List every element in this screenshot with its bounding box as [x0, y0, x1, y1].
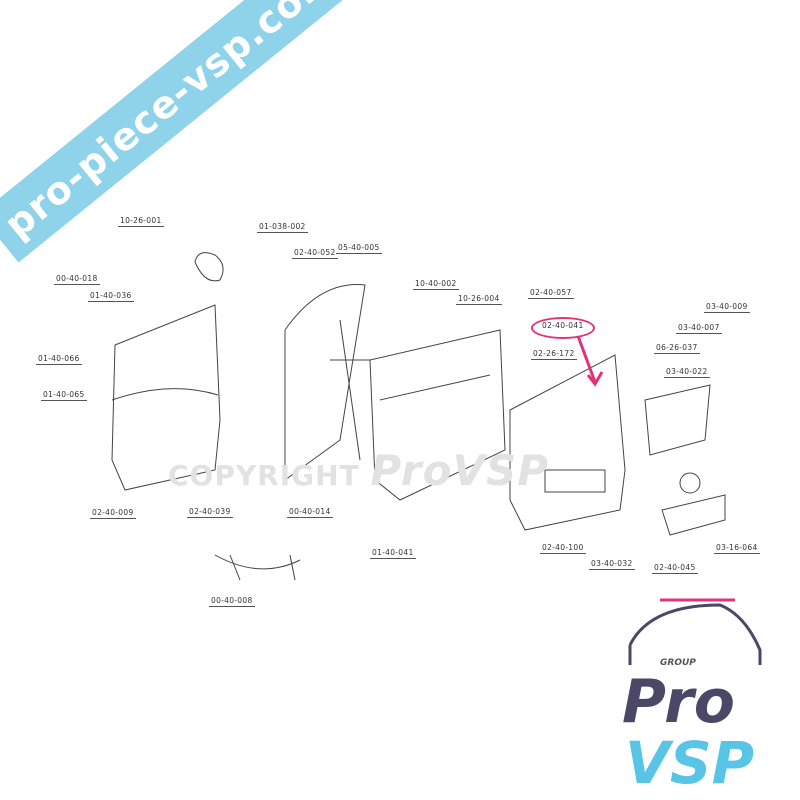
inner-trim-panel: [509, 354, 626, 531]
part-label: 05-40-005: [336, 243, 382, 254]
copyright-brand: ProVSP: [370, 446, 549, 495]
part-label: 01-40-065: [41, 390, 87, 401]
part-label: 03-16-064: [714, 543, 760, 554]
part-label: 02-40-100: [540, 543, 586, 554]
outer-door-panel: [111, 304, 221, 491]
highlighted-part-label: 02-40-041: [542, 321, 584, 330]
pocket-trim: [661, 494, 726, 536]
wiring-harness: [214, 554, 301, 581]
part-label: 03-40-032: [589, 559, 635, 570]
part-label: 00-40-018: [54, 274, 100, 285]
window-regulator: [330, 319, 370, 461]
mirror: [194, 252, 224, 282]
part-label: 02-40-045: [652, 563, 698, 574]
part-label: 01-038-002: [257, 222, 308, 233]
part-label: 03-40-009: [704, 302, 750, 313]
part-label: 02-40-039: [187, 507, 233, 518]
logo-pro: Pro: [622, 667, 735, 737]
copyright-watermark: COPYRIGHT ProVSP: [168, 450, 549, 492]
part-label: 00-40-014: [287, 507, 333, 518]
copyright-text: COPYRIGHT: [168, 459, 360, 492]
door-frame: [369, 329, 506, 501]
part-label: 10-26-004: [456, 294, 502, 305]
logo-group: GROUP: [660, 658, 696, 668]
armrest-trim: [644, 384, 711, 456]
part-label: 01-40-041: [370, 548, 416, 559]
part-label: 01-40-066: [36, 354, 82, 365]
speaker: [679, 472, 701, 494]
part-label: 03-40-007: [676, 323, 722, 334]
part-label: 02-40-052: [292, 248, 338, 259]
logo-car-outline: [628, 598, 762, 665]
part-label: 02-40-057: [528, 288, 574, 299]
highlight-circle: [531, 317, 595, 339]
part-label: 03-40-022: [664, 367, 710, 378]
part-label: 01-40-036: [88, 291, 134, 302]
part-label: 06-26-037: [654, 343, 700, 354]
part-label: 10-40-002: [413, 279, 459, 290]
part-label: 00-40-008: [209, 596, 255, 607]
part-label: 02-26-172: [531, 349, 577, 360]
window-glass: [284, 284, 366, 481]
part-label: 02-40-009: [90, 508, 136, 519]
highlight-arrow: [576, 335, 604, 387]
part-label: 10-26-001: [118, 216, 164, 227]
logo-vsp: VSP: [625, 729, 755, 797]
